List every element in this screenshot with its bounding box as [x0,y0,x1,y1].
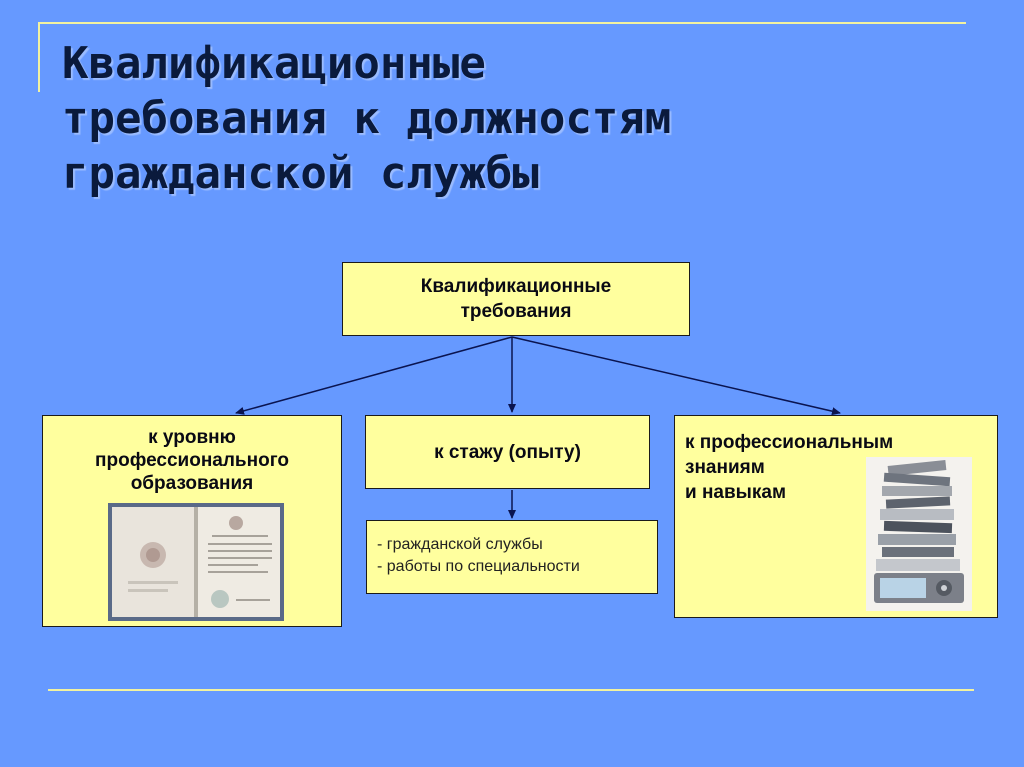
slide-title-line-2: требования к должностям [62,93,672,144]
top-rule [40,22,966,24]
education-line-3: образования [130,473,254,494]
bottom-rule [48,689,974,691]
root-node-qualification-requirements: Квалификационные требования [342,262,690,336]
slide-title-line-3: гражданской службы [62,148,539,199]
knowledge-line-2: знаниям [685,457,765,478]
arrow-to-knowledge [511,336,841,416]
books-stack-image [866,457,972,611]
education-line-2: профессионального [95,450,289,471]
node-work-experience: к стажу (опыту) [365,415,650,489]
experience-detail-specialty: - работы по специальности [377,558,580,575]
left-accent-rule [38,22,40,92]
root-node-line-1: Квалификационные [420,276,612,297]
slide-title-line-1: Квалификационные [62,38,486,89]
arrow-to-education [235,336,513,415]
education-line-1: к уровню [148,427,236,448]
experience-label: к стажу (опыту) [434,442,581,463]
node-experience-details: - гражданской службы - работы по специал… [366,520,658,594]
knowledge-line-3: и навыкам [685,482,787,503]
diploma-image [108,503,284,621]
root-node-line-2: требования [460,301,572,322]
knowledge-line-1: к профессиональным [685,432,894,453]
slide-title: Квалификационные требования к должностям… [62,36,962,201]
experience-detail-civil-service: - гражданской службы [377,536,543,553]
